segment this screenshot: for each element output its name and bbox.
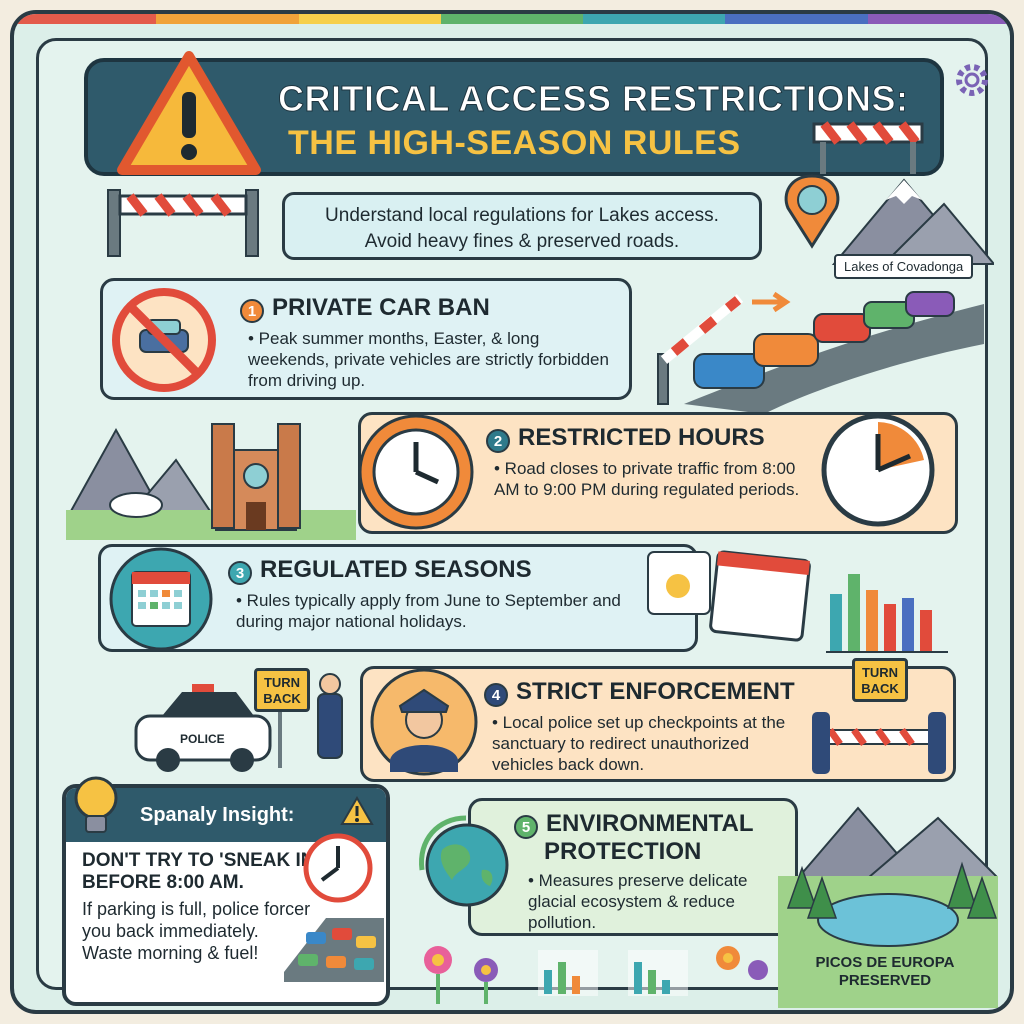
clock-icon [821, 413, 935, 527]
insight-header: Spanaly Insight: [66, 788, 386, 842]
warning-icon [340, 796, 374, 825]
globe-leaf-icon [419, 815, 509, 907]
police-checkpoint-scene [134, 673, 343, 772]
turn-back-sign: TURN BACK [852, 658, 908, 702]
intro-line-2: Avoid heavy fines & preserved roads. [364, 231, 680, 252]
rule-heading-line-1: ENVIRONMENTAL [546, 810, 754, 837]
rule-number: 5 [514, 814, 538, 839]
rule-number: 4 [484, 682, 508, 707]
rule-heading: STRICT ENFORCEMENT [516, 678, 795, 705]
rule-heading: PRIVATE CAR BAN [272, 294, 490, 321]
rule-heading: REGULATED SEASONS [260, 556, 532, 583]
intro-line-1: Understand local regulations for Lakes a… [325, 205, 719, 226]
rule-text: • Local police set up checkpoints at the… [492, 713, 786, 774]
basilica-scene [66, 423, 356, 540]
warning-icon [117, 51, 261, 175]
intro-box: Understand local regulations for Lakes a… [282, 192, 762, 260]
rule-3-header: 3 REGULATED SEASONS [228, 556, 588, 585]
rule-5-header: 5 ENVIRONMENTAL [514, 810, 774, 839]
rule-1-header: 1 PRIVATE CAR BAN [240, 294, 620, 323]
police-car-label: POLICE [180, 732, 225, 746]
rule-text: • Measures preserve delicate glacial eco… [528, 871, 748, 932]
rule-heading-line-2: PROTECTION [544, 838, 702, 865]
barrier-icon [107, 189, 259, 257]
lightbulb-icon [74, 776, 118, 833]
bar-graphic [826, 574, 948, 653]
police-officer-icon [370, 668, 478, 776]
rule-number: 3 [228, 560, 252, 585]
insight-box: Spanaly Insight: DON'T TRY TO 'SNEAK IN'… [62, 784, 390, 1006]
road-traffic-scene [657, 291, 984, 414]
page-title: CRITICAL ACCESS RESTRICTIONS: [278, 78, 909, 120]
rule-number: 2 [486, 428, 510, 453]
calendar-icon [109, 547, 213, 651]
rule-text: • Rules typically apply from June to Sep… [236, 591, 621, 631]
rule-4-header: 4 STRICT ENFORCEMENT [484, 678, 814, 707]
infographic-frame: CRITICAL ACCESS RESTRICTIONS: THE HIGH-S… [10, 10, 1014, 1014]
parking-clock-scene [284, 833, 384, 982]
rule-text: • Peak summer months, Easter, & long wee… [248, 329, 609, 390]
gear-icon [956, 64, 988, 96]
top-color-strip [14, 14, 1010, 24]
rule-number: 1 [240, 298, 264, 323]
calendar-sun-icon [647, 550, 811, 642]
turn-back-sign: TURN BACK [254, 668, 310, 712]
flowers-decoration [424, 946, 768, 1004]
insight-text: If parking is full, police forcer you ba… [82, 899, 311, 963]
checkpoint-officers [812, 712, 946, 774]
rule-text: • Road closes to private traffic from 8:… [494, 459, 800, 499]
no-car-icon [112, 288, 216, 392]
clock-icon [358, 414, 474, 530]
preserved-label: PICOS DE EUROPA PRESERVED [815, 954, 955, 989]
rule-2-header: 2 RESTRICTED HOURS [486, 424, 806, 453]
location-label: Lakes of Covadonga [834, 254, 974, 279]
rule-heading: RESTRICTED HOURS [518, 424, 765, 451]
barrier-icon [812, 121, 924, 174]
lake-forest-scene [778, 806, 998, 1008]
insight-warning: DON'T TRY TO 'SNEAK IN' BEFORE 8:00 AM. [82, 850, 319, 893]
page-subtitle: THE HIGH-SEASON RULES [288, 124, 741, 162]
